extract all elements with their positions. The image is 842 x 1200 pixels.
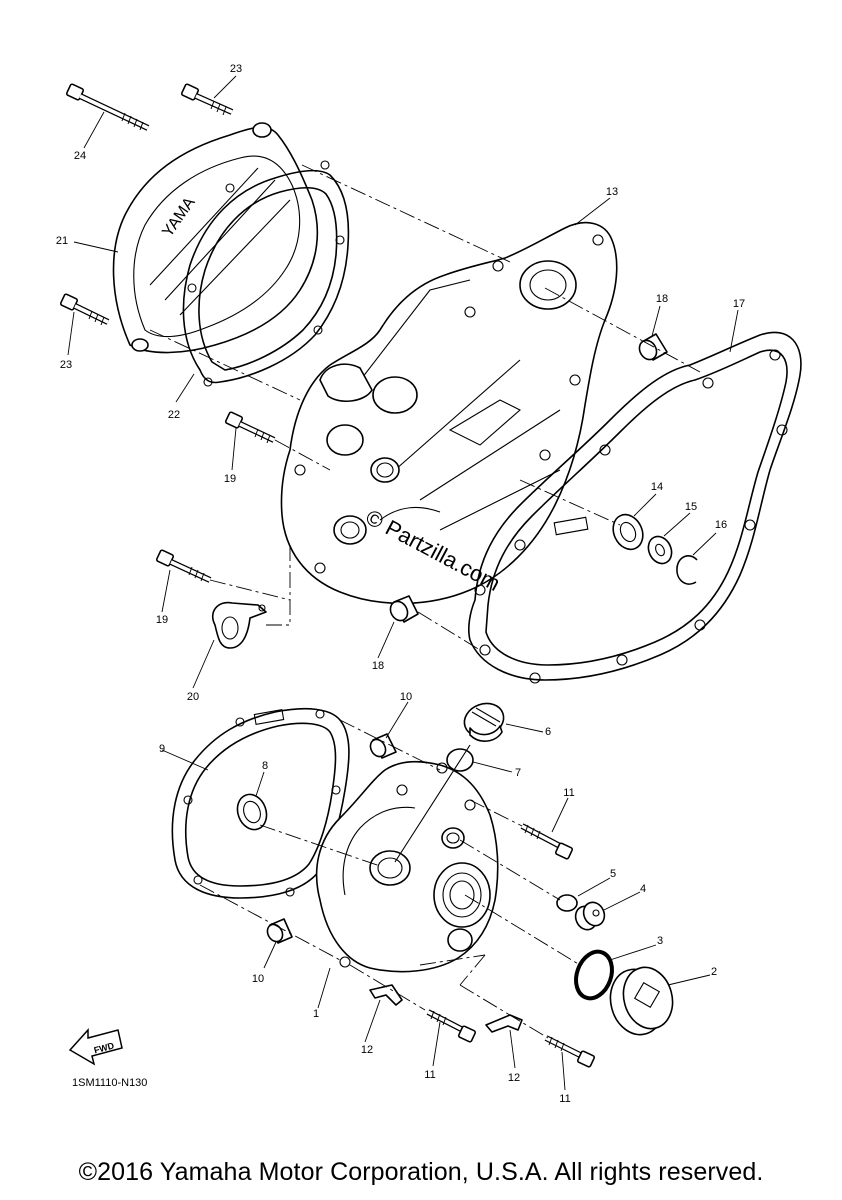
callout-3: 3 (657, 935, 663, 947)
clutch-cover-21: YAMA (112, 122, 319, 354)
bolt-11-bottom (544, 1035, 596, 1068)
gasket-22 (182, 160, 350, 387)
callout-20: 20 (187, 691, 199, 703)
callout-7: 7 (515, 767, 521, 779)
callout-16: 16 (715, 519, 727, 531)
callout-6: 6 (545, 726, 551, 738)
clamp-20 (211, 601, 267, 649)
bolt-23-left (59, 293, 110, 326)
diagram-code: 1SM1110-N130 (72, 1077, 147, 1089)
washer-15 (647, 535, 673, 565)
callout-4: 4 (640, 883, 646, 895)
assembly-lines (149, 164, 701, 1039)
o-ring-3 (574, 949, 614, 1001)
copyright-notice: ©2016 Yamaha Motor Corporation, U.S.A. A… (78, 1158, 764, 1186)
callout-14: 14 (651, 481, 663, 493)
plug-4 (574, 901, 606, 931)
fwd-arrow-icon: FWD (68, 1028, 123, 1066)
callout-10-top: 10 (400, 691, 412, 703)
callout-22: 22 (168, 409, 180, 421)
dowel-pin-10-top (369, 733, 397, 759)
callout-11-right: 11 (563, 787, 574, 799)
gasket-9 (171, 707, 350, 899)
callout-11-middle: 11 (424, 1069, 435, 1081)
bolt-23-top (180, 83, 234, 116)
leader-lines (67, 75, 739, 1091)
dowel-pin-10-bottom (266, 918, 293, 944)
callout-12-right: 12 (508, 1072, 520, 1084)
o-ring-7 (446, 748, 474, 772)
bolt-11-middle (426, 1009, 477, 1043)
o-ring-5 (556, 894, 578, 912)
callout-21: 21 (56, 235, 68, 247)
callout-12-left: 12 (361, 1044, 373, 1056)
clamp-12-right (485, 1014, 523, 1033)
callout-numbers: 1 2 3 4 5 6 7 8 9 10 10 11 11 11 12 12 1… (56, 63, 745, 1105)
gasket-17 (468, 331, 802, 684)
callout-23-left: 23 (60, 359, 72, 371)
callout-18-bottom: 18 (372, 660, 384, 672)
clamp-12-left (369, 984, 403, 1006)
callout-13: 13 (606, 186, 618, 198)
oil-seal-14 (612, 513, 644, 551)
crankcase-cover-13 (280, 221, 618, 605)
callout-11-bottom: 11 (559, 1093, 570, 1105)
bolt-11-right (520, 823, 574, 860)
bolt-19-lower (155, 549, 212, 583)
dowel-pin-18-top (638, 333, 668, 361)
circlip-16 (676, 555, 698, 585)
callout-19-upper: 19 (224, 473, 236, 485)
callout-5: 5 (610, 868, 616, 880)
crankcase-cover-1 (315, 760, 499, 973)
oil-seal-8 (236, 793, 268, 831)
callout-17: 17 (733, 298, 745, 310)
dowel-pin-18-bottom (389, 595, 419, 623)
bolt-24 (65, 83, 150, 131)
callout-23-top: 23 (230, 63, 242, 75)
callout-8: 8 (262, 760, 268, 772)
callout-9: 9 (159, 743, 165, 755)
callout-15: 15 (685, 501, 697, 513)
bolt-19-upper (224, 411, 276, 444)
filler-cap-6 (463, 702, 505, 742)
callout-19-lower: 19 (156, 614, 168, 626)
callout-10-bottom: 10 (252, 973, 264, 985)
plug-2 (609, 966, 674, 1036)
callout-2: 2 (711, 966, 717, 978)
callout-24: 24 (74, 150, 86, 162)
callout-1: 1 (313, 1008, 319, 1020)
callout-18-top: 18 (656, 293, 668, 305)
